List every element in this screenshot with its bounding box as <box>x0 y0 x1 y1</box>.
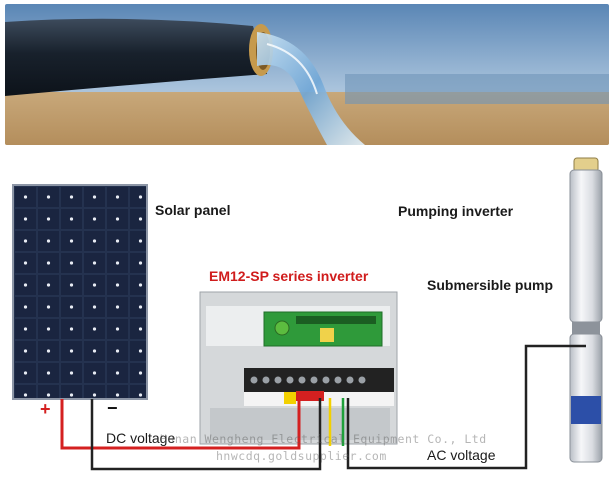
submersible-pump-label: Submersible pump <box>427 277 554 293</box>
positive-terminal-sign: + <box>40 399 51 419</box>
pumping-inverter-label: Pumping inverter <box>398 203 514 219</box>
solar-panel <box>12 184 148 400</box>
negative-terminal-sign: − <box>107 398 118 418</box>
dc-voltage-label: DC voltage <box>106 430 176 446</box>
solar-panel-label: Solar panel <box>155 202 231 218</box>
ac-voltage-wire <box>346 344 586 470</box>
submersible-pump <box>569 157 603 463</box>
watermark-url: hnwcdq.goldsupplier.com <box>216 449 387 463</box>
dc-negative-wire <box>90 398 322 471</box>
dc-positive-wire <box>60 398 301 450</box>
watermark-company: Hunan Wengheng Electrical Equipment Co.,… <box>160 432 487 446</box>
solar-pump-wiring-diagram: Solar panel Pumping inverter EM12-SP ser… <box>0 150 614 489</box>
ac-voltage-label: AC voltage <box>427 447 496 463</box>
water-pipe-photo <box>5 4 609 145</box>
inverter-series-title: EM12-SP series inverter <box>209 268 369 284</box>
